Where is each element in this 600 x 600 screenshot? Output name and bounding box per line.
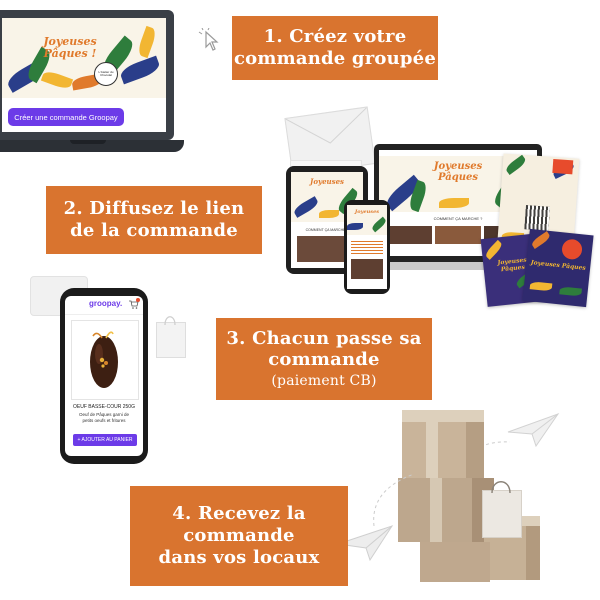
bag-handle-icon: [164, 316, 176, 326]
small-phone-headline: Joyeuses: [354, 209, 380, 215]
create-order-button[interactable]: Créer une commande Groopay: [8, 108, 124, 126]
laptop-notch: [70, 140, 106, 144]
small-phone-text: [351, 241, 383, 255]
product-name: OEUF BASSE-COUR 250G: [73, 404, 135, 410]
leaf-shape: [40, 69, 74, 91]
step-3-label: 3. Chacun passe sa commande (paiement CB…: [216, 318, 432, 400]
box-bottom: [420, 542, 490, 582]
product-card: [71, 320, 139, 400]
laptop-base: [0, 140, 184, 152]
cart-icon[interactable]: [129, 300, 139, 309]
add-to-cart-button[interactable]: + AJOUTER AU PANIER: [73, 434, 137, 446]
leaf-shape: [370, 216, 387, 233]
flyer-right: Joyeuses Pâques: [522, 228, 594, 308]
brand-seal: L'Atelier du Chocolat: [94, 62, 118, 86]
laptop-headline: Joyeuses Pâques !: [43, 35, 97, 60]
laptop-2-headline: Joyeuses Pâques: [433, 161, 483, 183]
chocolate-egg-image: [90, 331, 118, 388]
leaf-shape: [504, 154, 528, 175]
phone-screen: groopay. OEUF BASSE-COUR 250G Oeuf de Pâ…: [65, 296, 143, 456]
box-top-lid: [402, 410, 484, 422]
paper-plane-icon: [337, 525, 394, 562]
leaf-shape: [439, 198, 469, 208]
step-4-label: 4. Recevez la commande dans vos locaux: [130, 486, 348, 586]
small-phone-banner: Joyeuses: [347, 205, 387, 235]
small-phone: Joyeuses: [344, 200, 390, 294]
box-top: [402, 420, 484, 480]
small-phone-photo: [351, 259, 383, 279]
cursor-icon: [198, 28, 219, 51]
laptop-2-base: [364, 262, 552, 270]
leaf-shape: [136, 25, 158, 59]
tablet-headline: Joyeuses: [310, 177, 344, 186]
laptop-2-section-label: COMMENT ÇA MARCHE ?: [433, 216, 483, 221]
plane-trail: [373, 473, 415, 527]
groopay-logo: groopay.: [89, 299, 123, 308]
cart-badge: [136, 298, 140, 302]
flyer-badge: [552, 158, 574, 175]
leaf-shape: [319, 210, 339, 218]
laptop-screen: Joyeuses Pâques ! L'Atelier du Chocolat …: [0, 10, 174, 140]
leaf-shape: [347, 223, 363, 230]
leaf-shape: [530, 231, 552, 249]
flyer-right-badge: [561, 238, 584, 261]
tablet-section-label: COMMENT ÇA MARCHE ?: [305, 228, 349, 232]
envelope-icon: [284, 106, 376, 176]
flyer-right-title: Joyeuses Pâques: [530, 259, 587, 272]
shopping-bag: [482, 490, 522, 538]
flyer-qr: [524, 205, 550, 231]
small-phone-screen: Joyeuses: [347, 205, 387, 289]
leaf-shape: [483, 239, 504, 260]
laptop-display: Joyeuses Pâques ! L'Atelier du Chocolat …: [2, 18, 166, 132]
step-2-label: 2. Diffusez le lien de la commande: [46, 186, 262, 254]
step-1-label: 1. Créez votre commande groupée: [232, 16, 438, 80]
leaf-shape: [529, 281, 553, 292]
leaf-shape: [292, 196, 320, 218]
phone-header: groopay.: [65, 296, 143, 315]
product-description: Oeuf de Pâques garni de petits oeufs et …: [78, 412, 130, 423]
paper-plane-icon: [507, 413, 560, 448]
leaf-shape: [559, 286, 582, 297]
bag-icon: [156, 322, 186, 358]
box-middle-tape: [430, 478, 442, 542]
easter-banner: Joyeuses Pâques ! L'Atelier du Chocolat: [2, 18, 166, 98]
box-middle: [398, 478, 494, 542]
plane-trail: [457, 441, 511, 467]
shopping-bag-handle: [491, 481, 511, 494]
phone: groopay. OEUF BASSE-COUR 250G Oeuf de Pâ…: [60, 288, 148, 464]
